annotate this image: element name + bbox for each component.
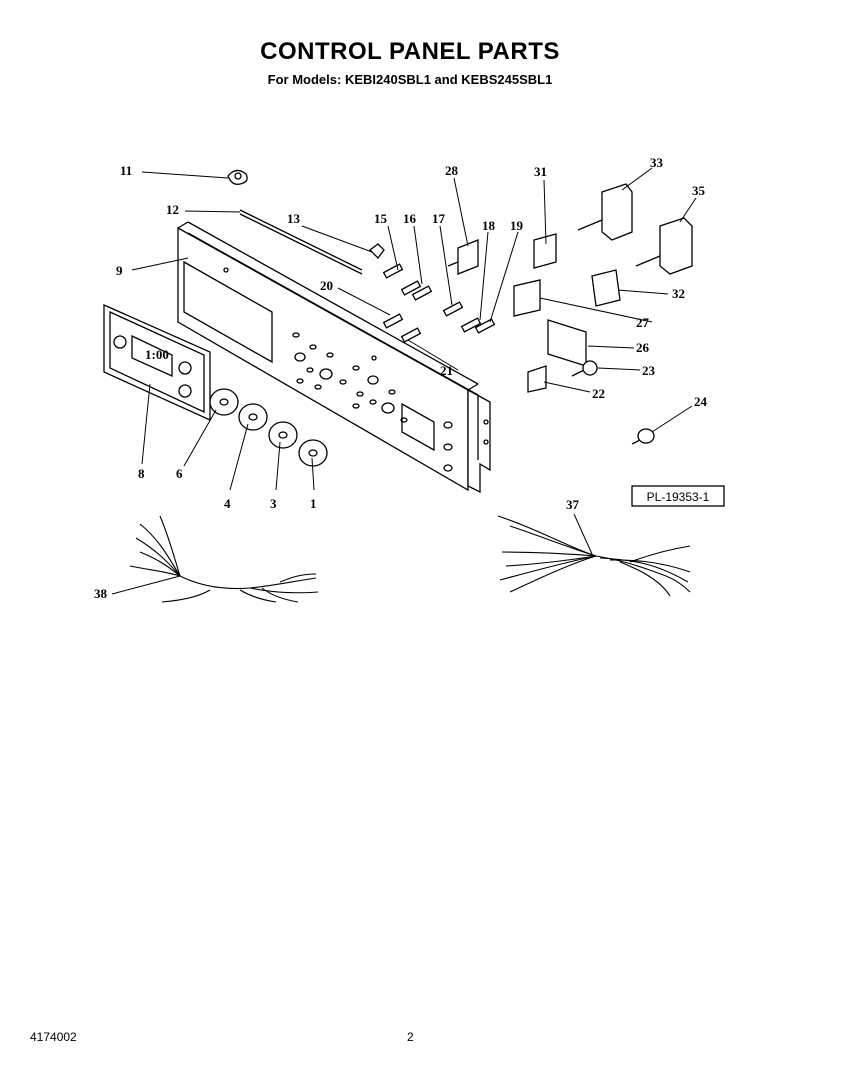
part-label-37: 37 — [566, 497, 580, 512]
part-label-38: 38 — [94, 586, 108, 601]
part-label-11: 11 — [120, 163, 132, 178]
part-label-13: 13 — [287, 211, 301, 226]
part-label-23: 23 — [642, 363, 656, 378]
part-label-8: 8 — [138, 466, 145, 481]
part-label-33: 33 — [650, 155, 664, 170]
part-label-16: 16 — [403, 211, 417, 226]
wire-harness-38 — [129, 515, 319, 603]
part-label-15: 15 — [374, 211, 388, 226]
part-label-4: 4 — [224, 496, 231, 511]
part-label-32: 32 — [672, 286, 685, 301]
part-label-31: 31 — [534, 164, 547, 179]
part-label-18: 18 — [482, 218, 496, 233]
diagram-reference: PL-19353-1 — [647, 490, 710, 504]
part-label-12: 12 — [166, 202, 179, 217]
part-label-1: 1 — [310, 496, 317, 511]
part-label-21: 21 — [440, 363, 453, 378]
part-label-22: 22 — [592, 386, 605, 401]
part-label-9: 9 — [116, 263, 123, 278]
part-label-24: 24 — [694, 394, 708, 409]
knobs — [209, 388, 328, 467]
part-label-19: 19 — [510, 218, 524, 233]
part-label-20: 20 — [320, 278, 333, 293]
control-panel-body — [177, 221, 491, 494]
part-label-26: 26 — [636, 340, 650, 355]
part-label-6: 6 — [176, 466, 183, 481]
part-label-3: 3 — [270, 496, 277, 511]
page-number: 2 — [407, 1030, 414, 1044]
part-label-35: 35 — [692, 183, 706, 198]
part-labels: 11 12 13 15 16 17 28 18 19 31 33 35 9 20… — [94, 155, 708, 601]
wire-harness-37 — [497, 515, 691, 597]
display-readout: 1:00 — [145, 347, 169, 362]
part-label-27: 27 — [636, 315, 650, 330]
document-number: 4174002 — [30, 1030, 77, 1044]
page-subtitle: For Models: KEBI240SBL1 and KEBS245SBL1 — [267, 72, 553, 87]
page-title: CONTROL PANEL PARTS — [260, 38, 560, 65]
part-label-17: 17 — [432, 211, 446, 226]
part-label-28: 28 — [445, 163, 459, 178]
